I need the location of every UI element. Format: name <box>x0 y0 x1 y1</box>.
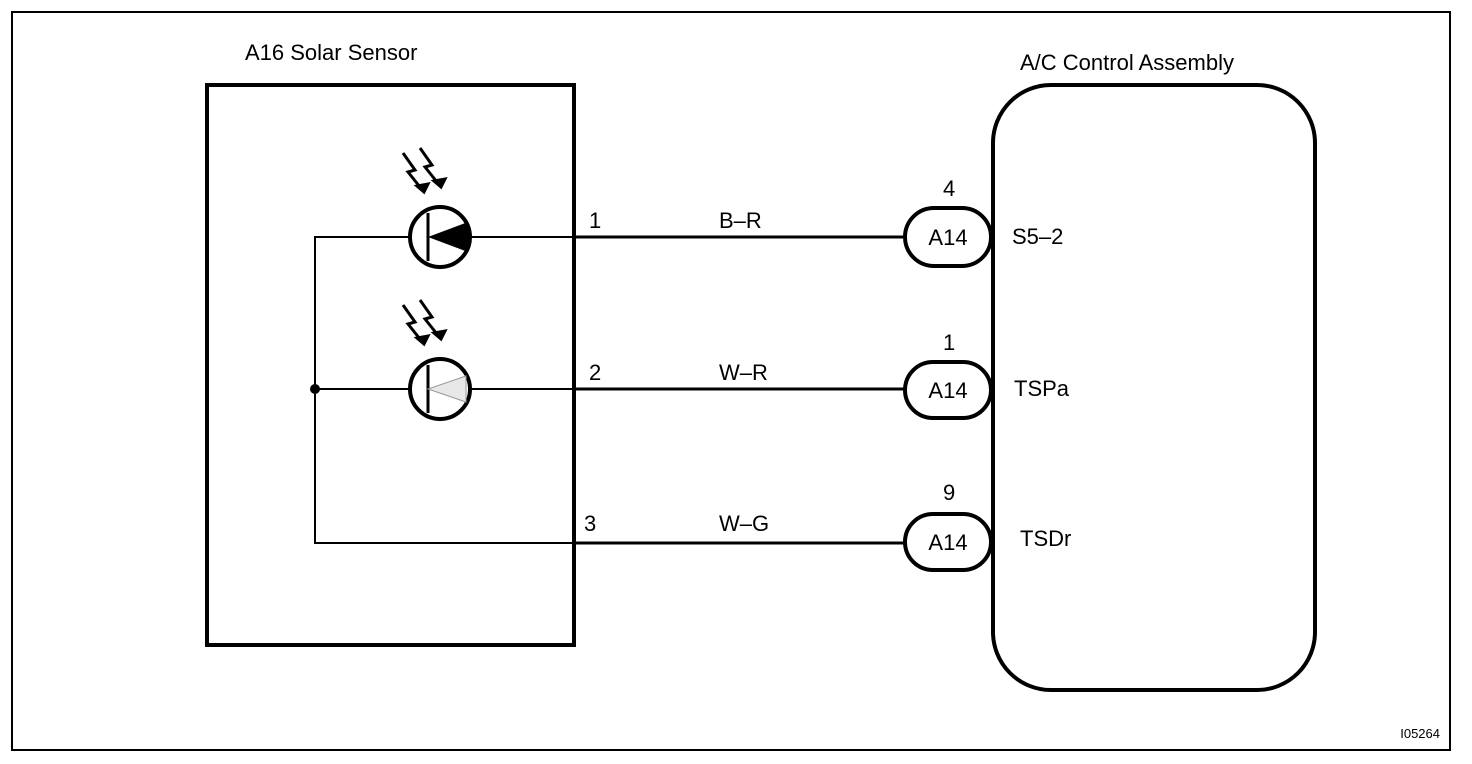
terminal-label-2: TSPa <box>1014 376 1070 401</box>
photodiode-2 <box>408 357 575 421</box>
wire-color-1: B–R <box>719 208 762 233</box>
connector-label-1: A14 <box>928 225 967 250</box>
connector-3: 9 A14 <box>903 480 993 572</box>
harness: 1 B–R 2 W–R 3 W–G <box>575 208 905 545</box>
connector-pin-1: 4 <box>943 176 955 201</box>
wire-2: 2 W–R <box>575 360 905 391</box>
connector-pin-2: 1 <box>943 330 955 355</box>
junction-dot <box>310 384 320 394</box>
wire-color-2: W–R <box>719 360 768 385</box>
sensor-pin-3: 3 <box>584 511 596 536</box>
terminal-label-1: S5–2 <box>1012 224 1063 249</box>
light-arrows-icon <box>401 299 448 347</box>
sensor-box <box>205 83 576 647</box>
wire-1: 1 B–R <box>575 208 905 239</box>
connector-1: 4 A14 <box>903 176 993 268</box>
sensor-pin-1: 1 <box>589 208 601 233</box>
assembly-title: A/C Control Assembly <box>1020 50 1234 75</box>
light-arrows-icon <box>401 147 448 195</box>
figure-id: I05264 <box>1400 726 1440 741</box>
sensor-title: A16 Solar Sensor <box>245 40 417 65</box>
assembly-box <box>991 83 1317 692</box>
connector-label-3: A14 <box>928 530 967 555</box>
ac-control-assembly: A/C Control Assembly S5–2 TSPa TSDr <box>991 50 1317 692</box>
connector-2: 1 A14 <box>903 330 993 420</box>
wire-color-3: W–G <box>719 511 769 536</box>
photodiode-1 <box>408 205 575 269</box>
diagram-frame <box>11 11 1451 751</box>
connector-label-2: A14 <box>928 378 967 403</box>
solar-sensor: A16 Solar Sensor <box>205 40 576 647</box>
terminal-label-3: TSDr <box>1020 526 1071 551</box>
connector-pin-3: 9 <box>943 480 955 505</box>
wire-3: 3 W–G <box>575 511 905 545</box>
sensor-pin-2: 2 <box>589 360 601 385</box>
